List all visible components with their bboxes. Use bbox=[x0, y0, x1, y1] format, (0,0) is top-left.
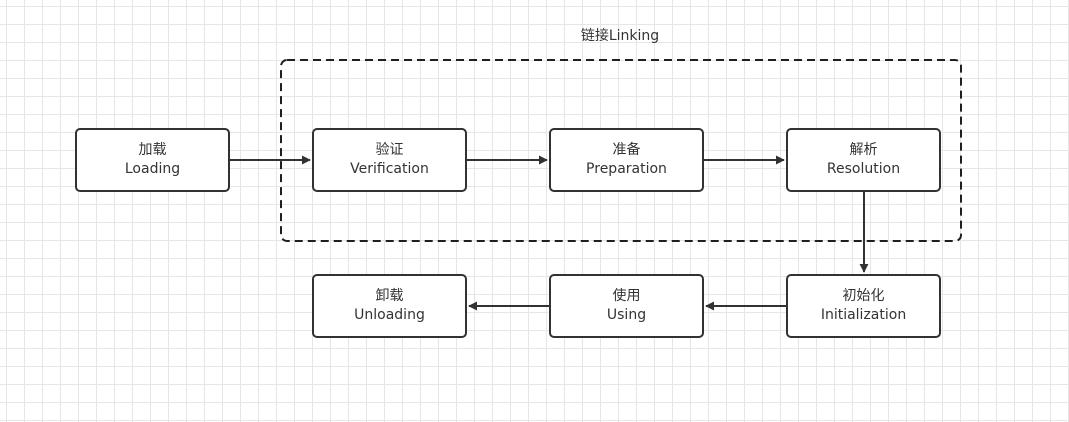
node-loading-en: Loading bbox=[124, 161, 181, 177]
node-using-zh: 使用 bbox=[612, 288, 641, 304]
node-using-en: Using bbox=[606, 307, 647, 323]
node-verification-en: Verification bbox=[350, 161, 429, 177]
node-loading: 加载 Loading bbox=[75, 128, 230, 192]
node-resolution-en: Resolution bbox=[826, 161, 901, 177]
node-preparation-zh: 准备 bbox=[612, 142, 641, 158]
node-initialization-en: Initialization bbox=[820, 307, 907, 323]
node-initialization-zh: 初始化 bbox=[842, 288, 885, 304]
node-unloading: 卸载 Unloading bbox=[312, 274, 467, 338]
node-verification-zh: 验证 bbox=[375, 142, 404, 158]
node-initialization: 初始化 Initialization bbox=[786, 274, 941, 338]
node-preparation: 准备 Preparation bbox=[549, 128, 704, 192]
node-loading-zh: 加载 bbox=[138, 142, 167, 158]
node-unloading-en: Unloading bbox=[354, 307, 425, 323]
node-verification: 验证 Verification bbox=[312, 128, 467, 192]
node-resolution: 解析 Resolution bbox=[786, 128, 941, 192]
node-resolution-zh: 解析 bbox=[849, 142, 878, 158]
node-using: 使用 Using bbox=[549, 274, 704, 338]
linking-group-label: 链接Linking bbox=[580, 28, 660, 44]
node-preparation-en: Preparation bbox=[586, 161, 667, 177]
node-unloading-zh: 卸载 bbox=[375, 288, 404, 304]
linking-group-boundary bbox=[280, 59, 962, 242]
